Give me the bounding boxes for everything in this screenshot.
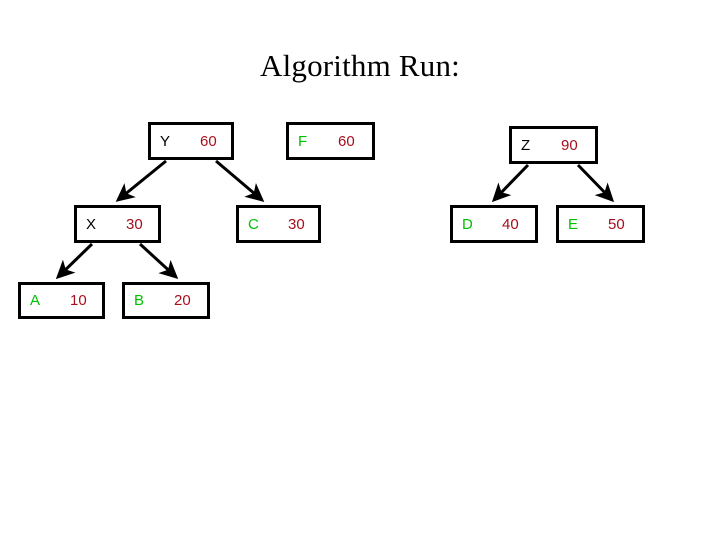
tree-node-z[interactable]: Z 90 [509,126,598,164]
node-value: 10 [70,292,87,309]
tree-edge-y-to-x [115,159,167,202]
tree-node-y[interactable]: Y 60 [148,122,234,160]
tree-node-f[interactable]: F 60 [286,122,375,160]
node-value: 90 [561,136,578,154]
tree-node-c[interactable]: C 30 [236,205,321,243]
tree-node-b[interactable]: B 20 [122,282,210,319]
tree-node-a[interactable]: A 10 [18,282,105,319]
tree-edge-z-to-d [491,163,530,203]
tree-edge-y-to-c [215,159,265,202]
tree-node-d[interactable]: D 40 [450,205,538,243]
page-title: Algorithm Run: [259,48,460,83]
tree-edge-x-to-b [138,242,179,280]
node-key: Y [160,132,171,150]
node-value: 60 [338,132,355,150]
tree-node-x[interactable]: X 30 [74,205,161,243]
node-key: A [30,292,41,309]
tree-node-e[interactable]: E 50 [556,205,645,243]
node-value: 30 [288,215,305,233]
node-key: X [86,215,97,233]
node-key: Z [521,136,531,154]
tree-edge-z-to-e [576,163,615,203]
node-value: 40 [502,215,519,233]
node-key: D [462,215,473,233]
node-value: 20 [174,292,191,309]
tree-edge-x-to-a [55,242,94,280]
node-key: C [248,215,259,233]
node-key: F [298,132,308,150]
node-value: 30 [126,215,143,233]
node-value: 50 [608,215,625,233]
node-key: E [568,215,579,233]
node-key: B [134,292,145,309]
node-value: 60 [200,132,217,150]
